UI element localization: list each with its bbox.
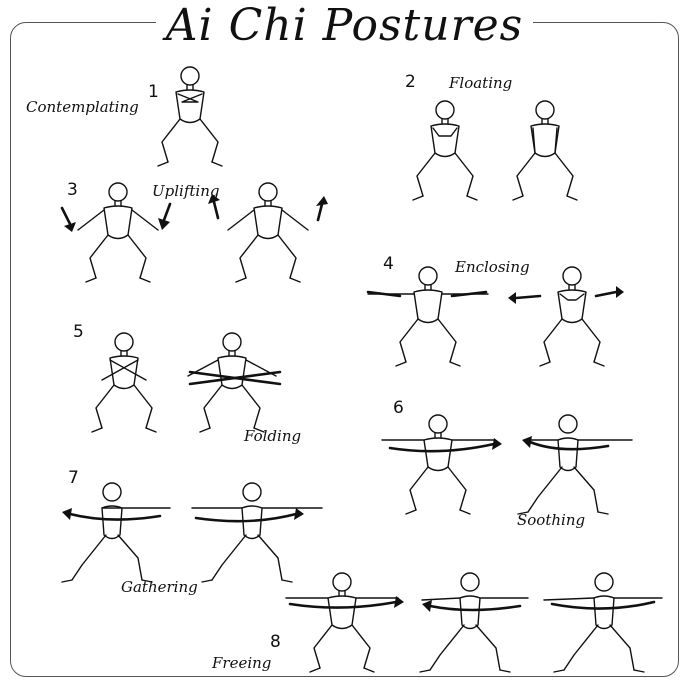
figure-contemplating (158, 67, 222, 166)
figure-freeing-a (286, 573, 398, 672)
posture-number-3: 3 (67, 180, 78, 200)
figure-uplifting-b (228, 183, 308, 282)
figure-gathering-b (192, 483, 322, 582)
posture-label-floating: Floating (449, 74, 512, 92)
figure-folding-a (92, 333, 156, 432)
figure-floating-a (413, 101, 477, 200)
figure-freeing-c (544, 573, 662, 672)
posture-label-contemplating: Contemplating (26, 98, 139, 116)
figure-freeing-b (420, 573, 528, 672)
posture-label-enclosing: Enclosing (455, 258, 530, 276)
posture-number-6: 6 (393, 398, 404, 418)
posture-number-7: 7 (68, 468, 79, 488)
posture-label-gathering: Gathering (121, 578, 198, 596)
figure-floating-b (513, 101, 577, 200)
posture-label-soothing: Soothing (517, 511, 585, 529)
figure-uplifting-a (78, 183, 158, 282)
posture-label-uplifting: Uplifting (152, 182, 219, 200)
figure-enclosing-b (540, 267, 604, 366)
posture-number-5: 5 (73, 322, 84, 342)
posture-number-8: 8 (270, 632, 281, 652)
posture-number-4: 4 (383, 254, 394, 274)
figure-gathering-a (62, 483, 170, 582)
figure-enclosing-a (368, 267, 488, 366)
posture-label-freeing: Freeing (212, 654, 271, 672)
posture-label-folding: Folding (244, 427, 301, 445)
figure-soothing-a (382, 415, 494, 514)
posture-number-1: 1 (148, 82, 159, 102)
figure-soothing-b (518, 415, 632, 514)
posture-number-2: 2 (405, 72, 416, 92)
